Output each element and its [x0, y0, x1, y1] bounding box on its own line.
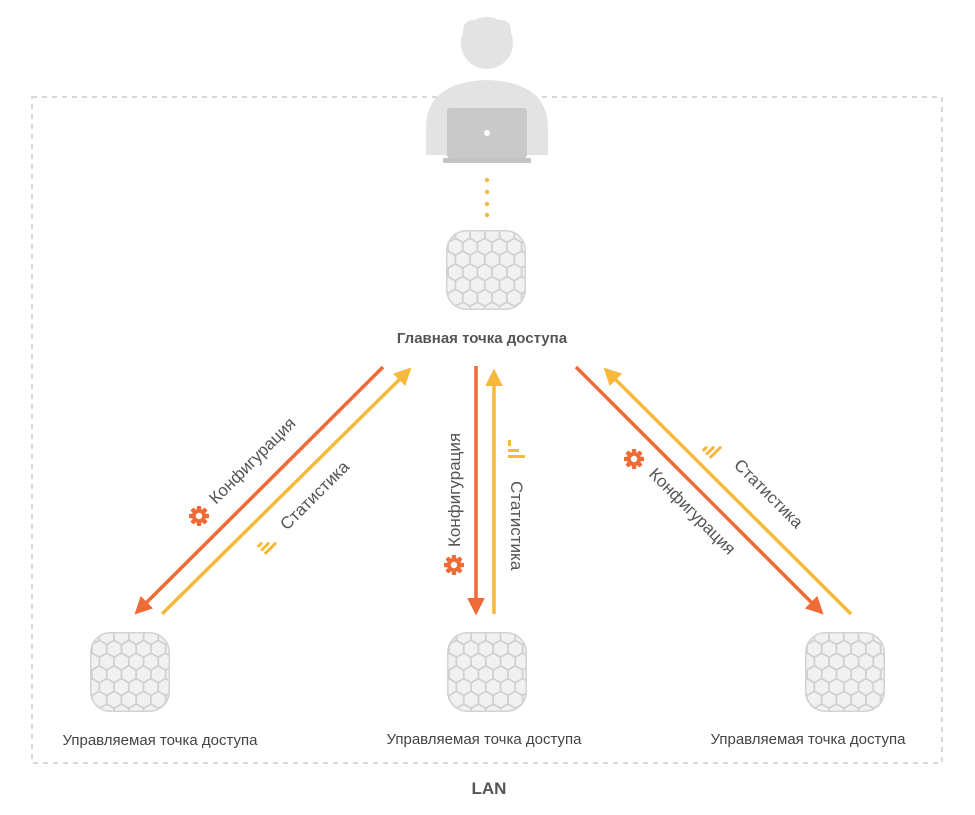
managed-ap-label-3: Управляемая точка доступа — [711, 731, 907, 748]
stats-arrow-right — [603, 367, 853, 616]
user-link-dotted — [484, 177, 490, 218]
lan-label: LAN — [472, 779, 507, 798]
managed-access-point-icon-2 — [447, 632, 527, 712]
stats-arrow-left — [160, 367, 412, 616]
managed-access-point-icon-3 — [805, 632, 885, 712]
stats-label-middle: Статистика — [507, 481, 526, 571]
bar-chart-icon — [508, 440, 525, 458]
stats-label-left: Статистика — [276, 457, 353, 534]
config-label-middle: Конфигурация — [445, 433, 464, 547]
config-arrow-right — [574, 365, 824, 615]
main-access-point-icon — [446, 230, 526, 310]
managed-ap-label-2: Управляемая точка доступа — [387, 731, 583, 748]
user-with-laptop-icon — [426, 17, 548, 163]
config-arrow-left — [134, 365, 385, 615]
gear-icon — [444, 555, 464, 575]
main-ap-label: Главная точка доступа — [397, 330, 568, 347]
managed-ap-label-1: Управляемая точка доступа — [63, 732, 259, 749]
config-label-right: Конфигурация — [645, 464, 739, 558]
bar-chart-icon — [256, 541, 278, 556]
gear-icon — [189, 506, 209, 526]
stats-label-right: Статистика — [730, 455, 807, 532]
bar-chart-icon — [701, 445, 723, 460]
gear-icon — [624, 449, 644, 469]
managed-access-point-icon-1 — [90, 632, 170, 712]
